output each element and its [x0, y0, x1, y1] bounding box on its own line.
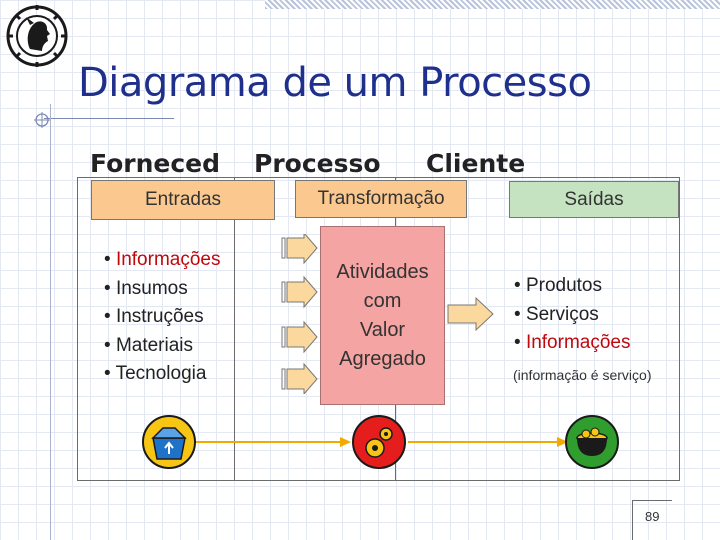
inputs-box: Entradas: [91, 180, 275, 220]
outputs-box: Saídas: [509, 181, 679, 218]
information-note: (informação é serviço): [513, 367, 652, 383]
page-number-corner-left: [632, 500, 633, 540]
supplier-header: Forneced: [90, 149, 220, 178]
page-title: Diagrama de um Processo: [78, 60, 592, 106]
input-arrow-icon: [281, 320, 318, 354]
input-item-instructions: Instruções: [104, 303, 220, 332]
flow-line: [195, 437, 568, 447]
input-arrow-icon: [281, 275, 318, 309]
outputs-list: Produtos Serviços Informações: [514, 272, 631, 358]
input-arrows: [281, 234, 318, 394]
top-pattern-band: [265, 0, 720, 9]
output-arrow-icon: [447, 296, 494, 332]
page-number-corner-top: [632, 500, 672, 501]
input-item-technology: Tecnologia: [104, 360, 220, 389]
cauldron-icon: [565, 415, 619, 469]
title-underline: [44, 118, 174, 119]
output-item-information: Informações: [514, 329, 631, 358]
value-added-activities-box: Atividades com Valor Agregado: [320, 226, 445, 405]
input-item-supplies: Insumos: [104, 275, 220, 304]
transformation-box: Transformação: [295, 180, 467, 218]
output-item-products: Produtos: [514, 272, 630, 301]
input-arrow-icon: [281, 234, 318, 265]
gears-icon: [352, 415, 406, 469]
center-line-4: Agregado: [339, 347, 426, 370]
mercury-head-logo-icon: [6, 5, 68, 67]
center-line-3: Valor: [359, 318, 406, 341]
input-item-information: Informações: [104, 246, 221, 275]
crosshair-icon: [34, 112, 50, 128]
client-header: Cliente: [426, 149, 526, 178]
center-line-2: com: [363, 289, 402, 312]
center-line-1: Atividades: [336, 260, 429, 283]
column-divider-left: [234, 177, 235, 481]
diagram-frame: [77, 177, 680, 481]
page-number: 89: [645, 509, 660, 524]
input-item-materials: Materiais: [104, 332, 220, 361]
left-guide-line: [50, 104, 51, 540]
input-arrow-icon: [281, 362, 318, 394]
output-item-services: Serviços: [514, 301, 630, 330]
recycle-box-icon: [142, 415, 196, 469]
process-header: Processo: [254, 149, 381, 178]
inputs-list: Informações Insumos Instruções Materiais…: [104, 246, 221, 389]
